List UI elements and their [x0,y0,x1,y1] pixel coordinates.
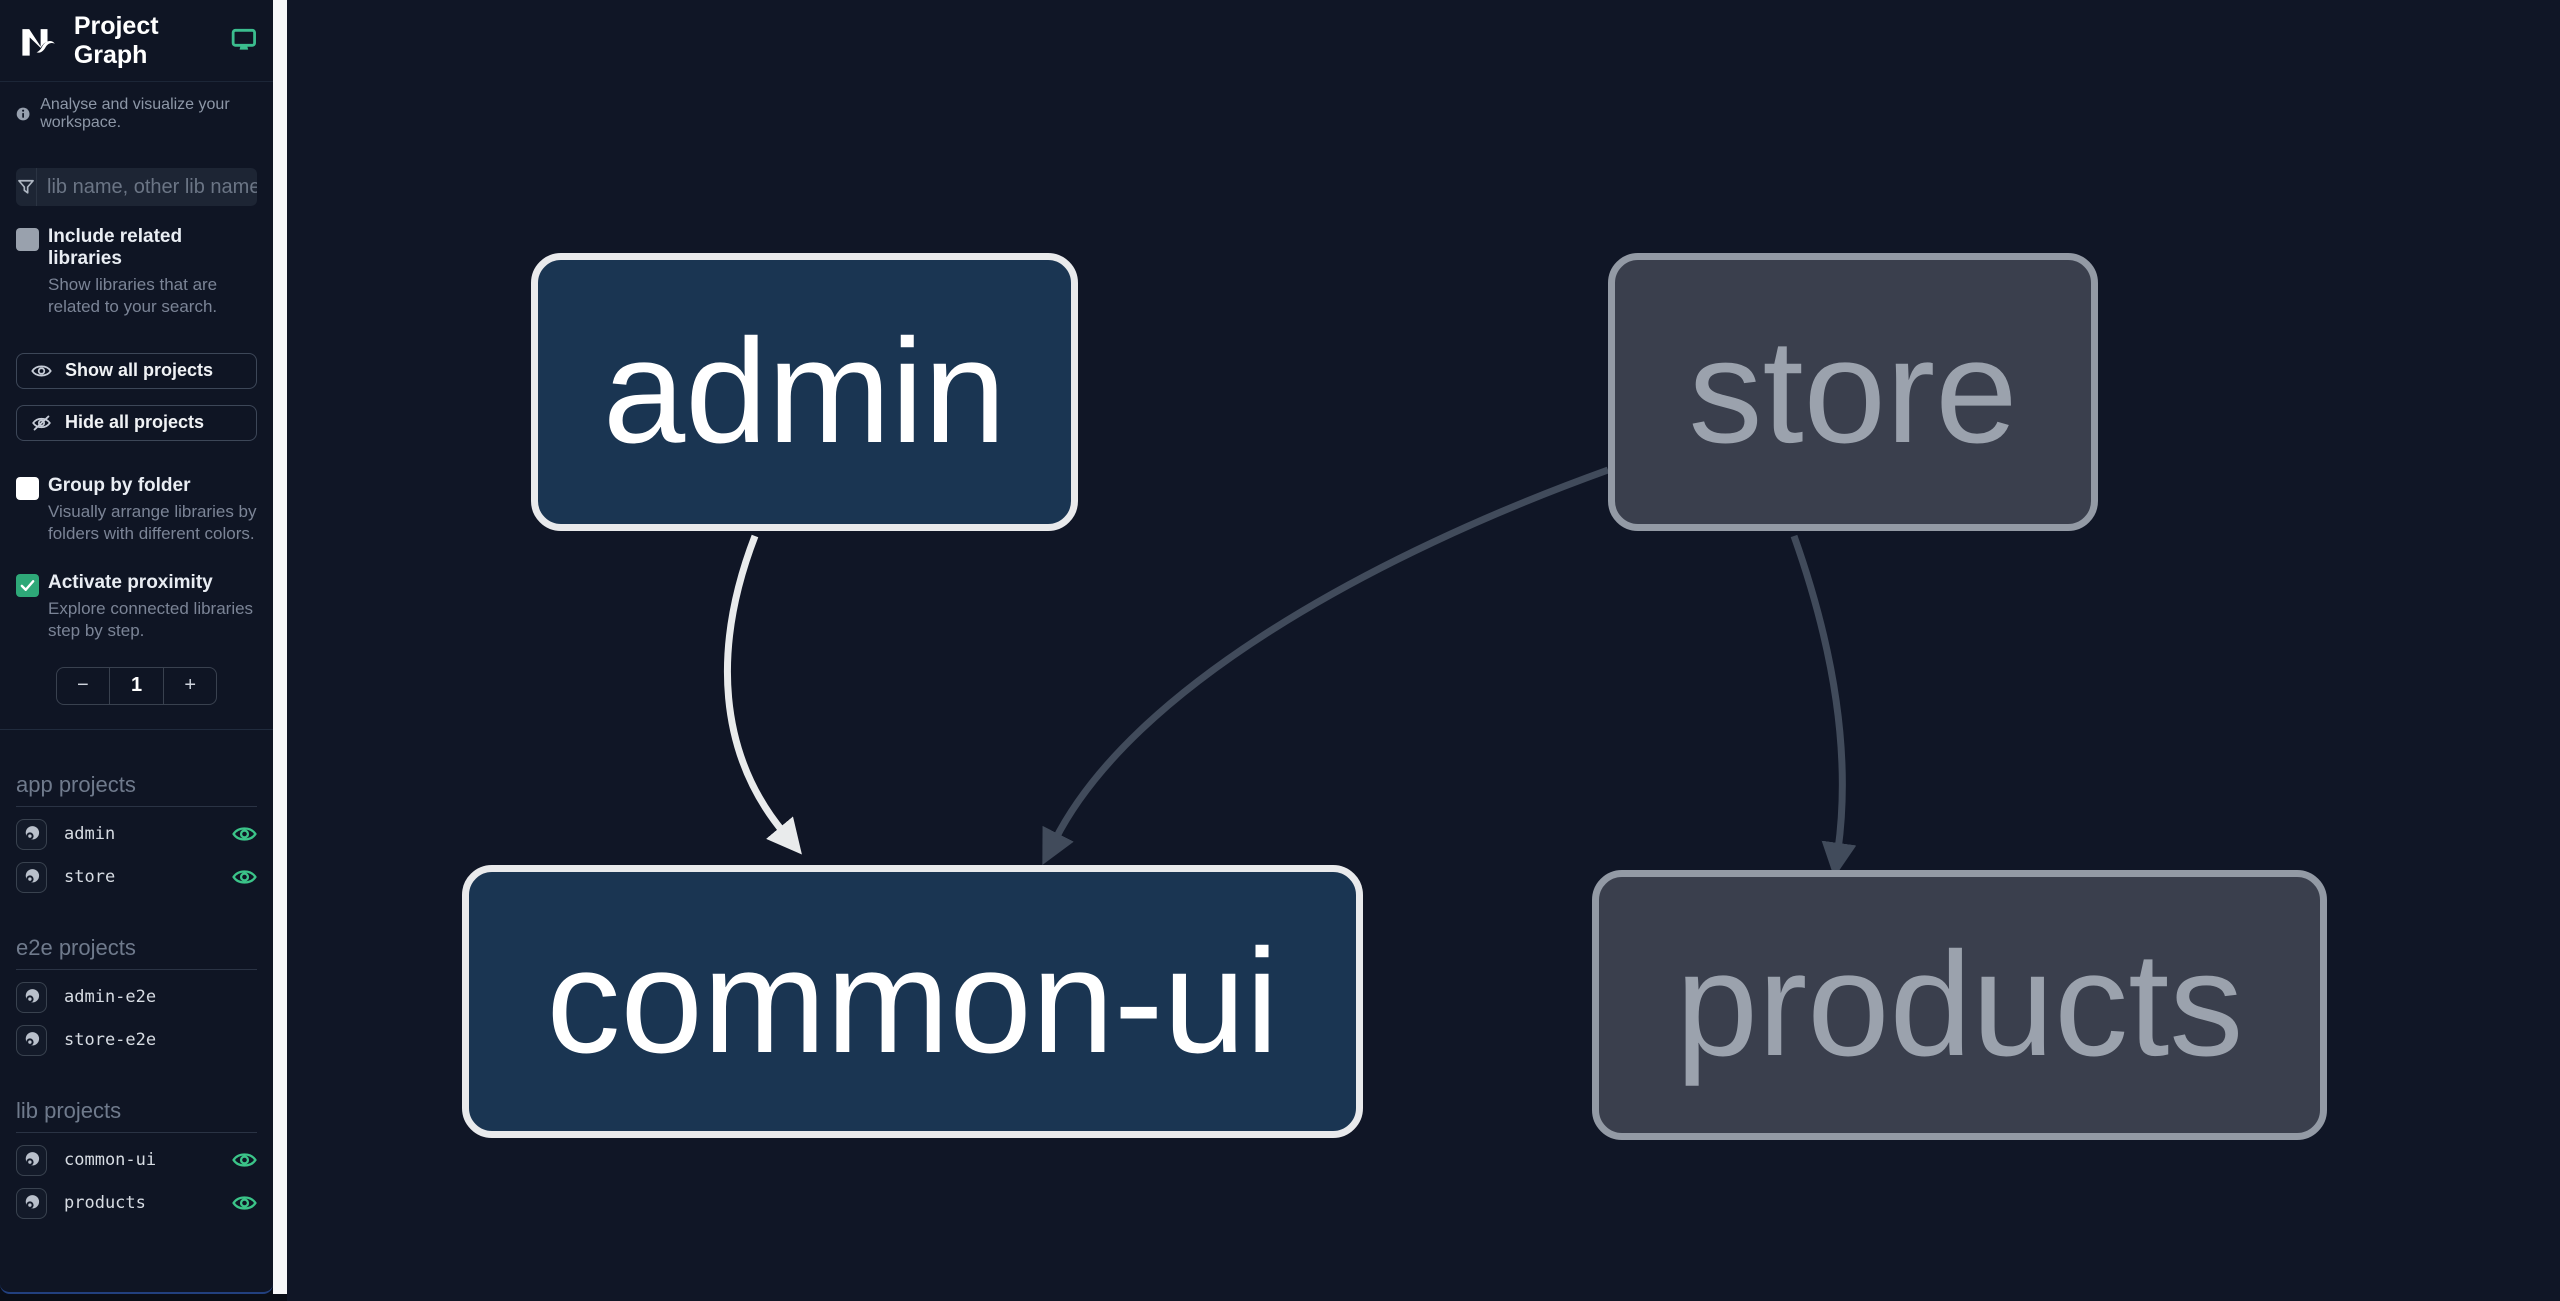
project-row-common-ui: common-ui [16,1144,257,1176]
focus-project-button[interactable] [16,818,47,850]
section-underline [16,805,257,807]
nx-logo [22,28,55,56]
section-underline [16,968,257,970]
project-focus-icon [25,1152,39,1166]
toggle-visibility-button[interactable] [232,868,257,886]
project-row-admin-e2e: admin-e2e [16,981,257,1013]
section-title: e2e projects [16,934,136,960]
section-app-projects: app projects admin [0,772,273,893]
section-title: lib projects [16,1097,122,1123]
node-label: admin [602,309,1007,474]
project-focus-icon [25,1032,39,1046]
node-label: products [1675,922,2244,1087]
visible-eye-icon [232,870,257,884]
include-related-label: Include related libraries [48,226,183,269]
sidebar-divider [0,728,273,730]
search-input[interactable] [37,168,257,206]
focus-project-button[interactable] [16,981,47,1013]
project-focus-icon [25,869,39,883]
include-related-setting: Include related libraries Show libraries… [0,226,273,319]
project-focus-icon [25,1195,39,1209]
focus-project-button[interactable] [16,1024,47,1056]
project-name: admin-e2e [64,987,157,1008]
visible-eye-icon [232,827,257,841]
project-name: store-e2e [64,1030,157,1051]
toggle-visibility-button[interactable] [232,825,257,843]
sidebar: Project Graph Analyse and visualize your… [0,0,273,1294]
group-by-folder-setting: Group by folder Visually arrange librari… [0,475,273,546]
group-by-folder-label: Group by folder [48,474,191,496]
project-row-admin: admin [16,818,257,850]
edge-admin-common-ui[interactable] [723,534,802,855]
project-focus-icon [25,826,39,840]
dependency-edges [723,466,1857,878]
proximity-stepper: − 1 + [56,666,217,705]
hide-all-projects-button[interactable]: Hide all projects [16,404,257,441]
edge-store-products[interactable] [1790,534,1857,878]
toggle-visibility-button[interactable] [232,1194,257,1212]
info-icon [16,107,30,121]
project-name: products [64,1193,146,1214]
visible-eye-icon [232,1196,257,1210]
proximity-increment-button[interactable]: + [163,666,217,705]
project-name: admin [64,824,116,845]
eye-off-icon [32,415,51,431]
graph-canvas[interactable]: admin store common-ui products [287,0,2560,1301]
checkmark-icon [20,579,35,591]
activate-proximity-setting: Activate proximity Explore connected lib… [0,572,273,643]
edge-store-common-ui[interactable] [1042,466,1610,865]
project-row-products: products [16,1187,257,1219]
search-box [16,168,257,206]
proximity-value: 1 [109,666,164,705]
hide-all-projects-label: Hide all projects [65,412,205,433]
activate-proximity-checkbox[interactable] [16,573,39,597]
section-underline [16,1131,257,1133]
project-row-store-e2e: store-e2e [16,1024,257,1056]
include-related-checkbox[interactable] [16,228,39,251]
show-all-projects-label: Show all projects [65,360,214,381]
graph-node-common-ui[interactable]: common-ui [462,865,1363,1138]
node-label: store [1688,309,2018,474]
graph-node-products[interactable]: products [1592,870,2327,1140]
graph-node-admin[interactable]: admin [531,253,1078,531]
project-name: common-ui [64,1150,157,1171]
info-banner-text: Analyse and visualize your workspace. [40,96,230,131]
eye-icon [31,365,52,377]
group-by-folder-checkbox[interactable] [16,476,39,500]
show-all-projects-button[interactable]: Show all projects [16,352,257,389]
graph-node-store[interactable]: store [1608,253,2098,531]
include-related-description: Show libraries that are related to your … [48,275,218,317]
info-banner: Analyse and visualize your workspace. [0,82,273,132]
section-e2e-projects: e2e projects admin-e2e [0,935,273,1056]
project-focus-icon [25,989,39,1003]
focus-project-button[interactable] [16,1144,47,1176]
filter-funnel-icon [16,168,37,206]
group-by-folder-description: Visually arrange libraries by folders wi… [48,501,257,544]
node-label: common-ui [546,918,1279,1084]
focus-project-button[interactable] [16,1187,47,1219]
section-lib-projects: lib projects common-ui [0,1098,273,1219]
sidebar-scrollbar[interactable] [273,0,287,1294]
section-title: app projects [16,771,136,797]
app-title: Project Graph [73,11,159,69]
sidebar-header: Project Graph [0,0,273,82]
activate-proximity-label: Activate proximity [48,571,213,593]
visible-eye-icon [232,1153,257,1167]
project-name: store [64,867,116,888]
monitor-icon[interactable] [231,28,257,53]
focus-project-button[interactable] [16,861,47,893]
project-row-store: store [16,861,257,893]
proximity-decrement-button[interactable]: − [56,666,110,705]
activate-proximity-description: Explore connected libraries step by step… [48,598,254,641]
toggle-visibility-button[interactable] [232,1151,257,1169]
